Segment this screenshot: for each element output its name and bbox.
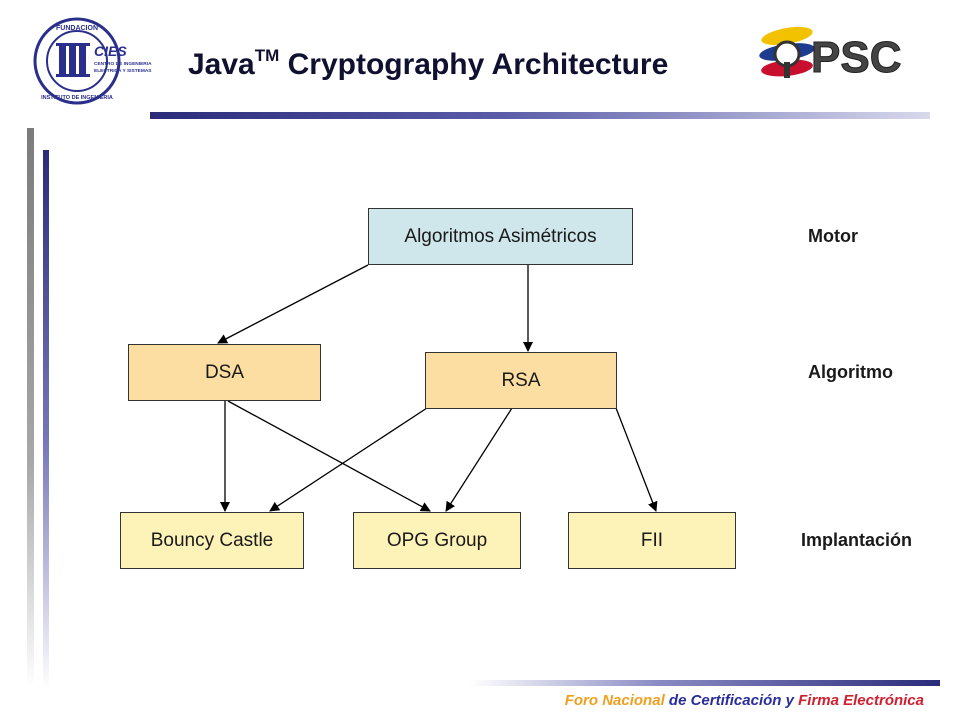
left-gray-bar <box>27 128 34 688</box>
arrow-rsa-to-bouncy-castle <box>269 407 428 512</box>
footer-part-certificacion: de Certificación y <box>664 692 799 709</box>
implementation-box-opg-group: OPG Group <box>353 512 521 569</box>
algorithm-box-dsa: DSA <box>128 344 321 401</box>
arrow-rsa-to-fii <box>615 407 658 512</box>
header-divider <box>150 112 930 119</box>
title-java: Java <box>188 48 255 81</box>
title-rest: Cryptography Architecture <box>279 48 669 81</box>
page-title: JavaTM Cryptography Architecture <box>188 46 668 82</box>
logo-line2-text: ELECTRICA Y SISTEMAS <box>94 68 152 74</box>
left-blue-bar <box>43 150 49 690</box>
arrow-rsa-to-opg-group <box>445 407 513 512</box>
logo-ring-top-text: FUNDACION <box>56 25 98 32</box>
level-label-implantacion: Implantación <box>801 530 913 550</box>
logo-cies-text: CIES <box>94 43 127 59</box>
algorithm-box-rsa: RSA <box>425 352 617 409</box>
logo-ring-bottom-text: INSTITUTO DE INGENIERIA <box>41 95 113 101</box>
level-label-algoritmo: Algoritmo <box>808 362 893 382</box>
psc-logo-text: PSC <box>811 33 901 82</box>
level-label-motor: Motor <box>808 226 858 246</box>
implementation-box-bouncy-castle: Bouncy Castle <box>120 512 304 569</box>
footer-part-firma: Firma Electrónica <box>798 692 924 709</box>
arrow-dsa-to-opg-group <box>227 400 431 512</box>
title-trademark: TM <box>254 46 280 65</box>
psc-logo: PSC <box>759 26 902 83</box>
arrow-engine-to-dsa <box>217 264 369 344</box>
footer-divider <box>470 680 940 686</box>
footer-text: Foro Nacional de Certificación y Firma E… <box>565 692 924 709</box>
logo-line1-text: CENTRO DE INGENIERIA <box>94 61 152 67</box>
footer-part-foro: Foro Nacional <box>564 692 665 709</box>
implementation-box-fii: FII <box>568 512 736 569</box>
engine-box: Algoritmos Asimétricos <box>368 208 633 265</box>
cies-foundation-logo: FUNDACION INSTITUTO DE INGENIERIA CIES C… <box>33 17 152 105</box>
